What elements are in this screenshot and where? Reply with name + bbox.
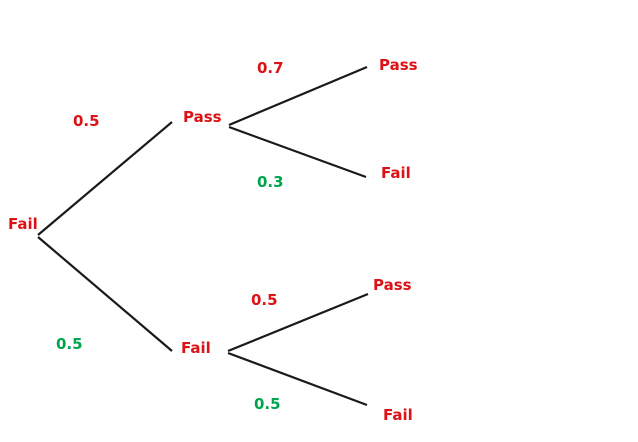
node-label-fail: Fail xyxy=(181,339,211,357)
prob-label-root-fail: 0.5 xyxy=(56,335,83,353)
edge-pass-to-pass xyxy=(228,65,368,127)
edge-root-to-fail xyxy=(37,236,173,352)
leaf-label-fail-fail: Fail xyxy=(383,406,413,424)
prob-label-pass-pass: 0.7 xyxy=(257,59,284,77)
prob-label-fail-pass: 0.5 xyxy=(251,291,278,309)
prob-label-fail-fail: 0.5 xyxy=(254,395,281,413)
edge-fail-to-pass xyxy=(227,292,369,353)
node-label-pass: Pass xyxy=(183,108,222,126)
leaf-label-fail-pass: Pass xyxy=(373,276,412,294)
leaf-label-pass-fail: Fail xyxy=(381,164,411,182)
root-node-label: Fail xyxy=(8,215,38,233)
edge-fail-to-fail xyxy=(227,351,368,407)
prob-label-pass-fail: 0.3 xyxy=(257,173,284,191)
edge-pass-to-fail xyxy=(228,125,367,179)
edge-root-to-pass xyxy=(37,121,173,236)
leaf-label-pass-pass: Pass xyxy=(379,56,418,74)
prob-label-root-pass: 0.5 xyxy=(73,112,100,130)
